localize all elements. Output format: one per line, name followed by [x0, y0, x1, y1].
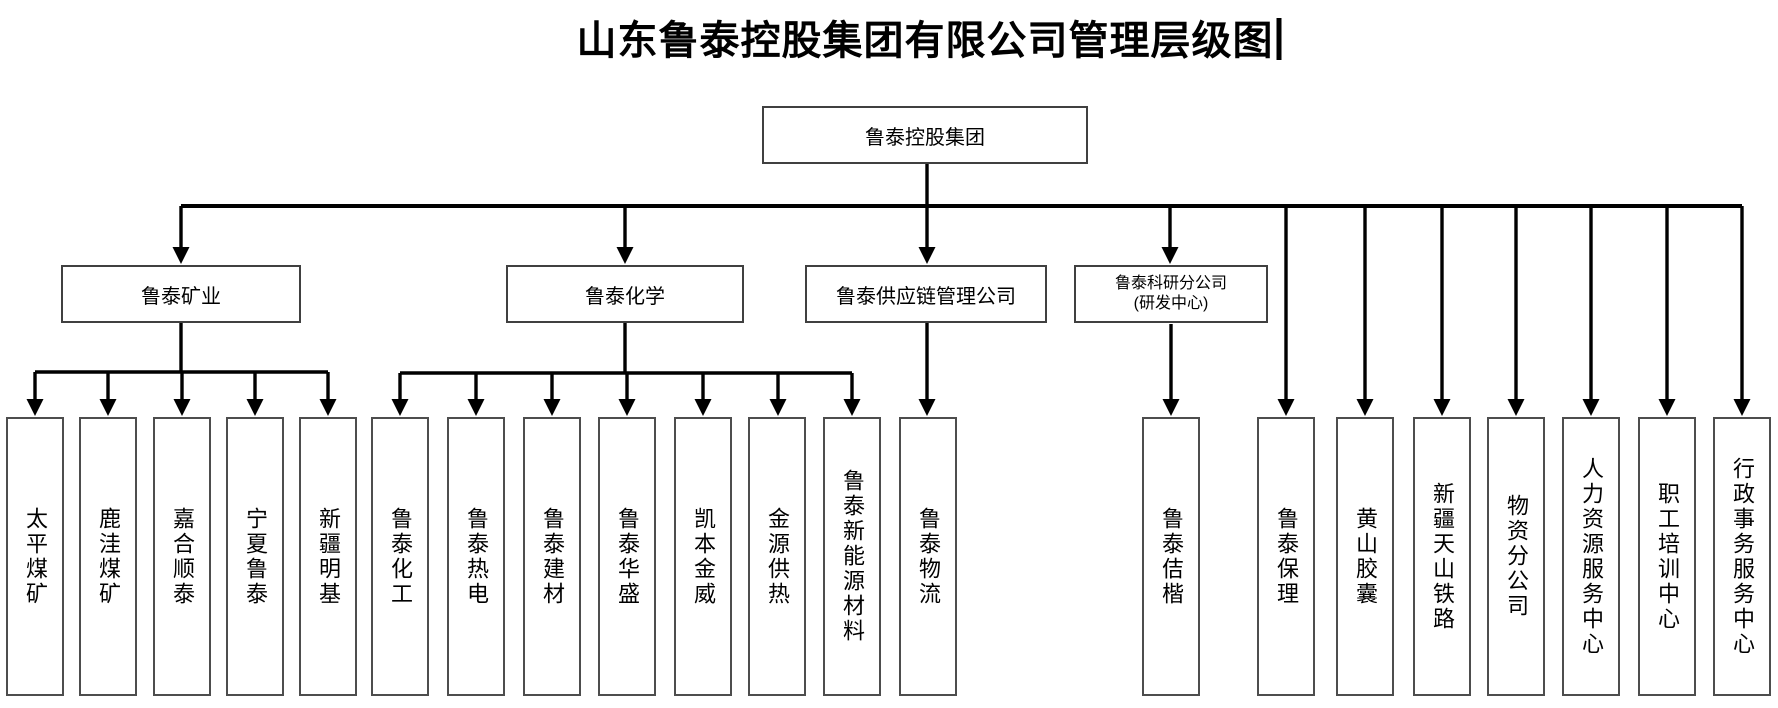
org-box-lutai-chemical: 鲁泰化工 [371, 417, 429, 696]
org-box-lutai-building-materials: 鲁泰建材 [523, 417, 581, 696]
org-box-jiahe-shuntai: 嘉合顺泰 [153, 417, 211, 696]
org-box-lutai-holding-group: 鲁泰控股集团 [762, 106, 1088, 164]
org-box-lutai-factoring: 鲁泰保理 [1257, 417, 1315, 696]
org-box-label: 鲁泰物流 [916, 506, 941, 607]
org-box-staff-training-center: 职工培训中心 [1638, 417, 1696, 696]
org-box-lutai-thermal-power: 鲁泰热电 [447, 417, 505, 696]
org-box-lutai-supply-chain: 鲁泰供应链管理公司 [805, 265, 1047, 323]
org-box-lutai-huasheng: 鲁泰华盛 [598, 417, 656, 696]
org-box-materials-branch: 物资分公司 [1487, 417, 1545, 696]
org-box-label: 嘉合顺泰 [170, 506, 195, 607]
org-box-label: 鹿洼煤矿 [96, 506, 121, 607]
page-title-text: 山东鲁泰控股集团有限公司管理层级图 [576, 18, 1274, 63]
org-box-taiping-coal-mine: 太平煤矿 [6, 417, 64, 696]
org-box-label: 鲁泰矿业 [141, 285, 221, 308]
org-box-lutai-mining: 鲁泰矿业 [61, 265, 301, 323]
org-box-label: 鲁泰供应链管理公司 [836, 285, 1016, 308]
org-box-label: 鲁泰化工 [388, 506, 413, 607]
org-box-jinyuan-heating: 金源供热 [748, 417, 806, 696]
org-box-kaiben-jinwei: 凯本金威 [674, 417, 732, 696]
org-box-label-line2: (研发中心) [1133, 295, 1209, 312]
org-box-label: 新疆天山铁路 [1430, 481, 1455, 632]
org-box-label: 太平煤矿 [23, 506, 48, 607]
org-box-lutai-jikai: 鲁泰佶楷 [1142, 417, 1200, 696]
org-box-label: 行政事务服务中心 [1730, 456, 1755, 657]
org-box-lutai-chemistry: 鲁泰化学 [506, 265, 744, 323]
org-box-label: 鲁泰建材 [540, 506, 565, 607]
org-box-label: 人力资源服务中心 [1579, 456, 1604, 657]
org-box-label: 鲁泰化学 [585, 285, 665, 308]
org-box-xinjiang-mingji: 新疆明基 [299, 417, 357, 696]
org-box-label: 鲁泰热电 [464, 506, 489, 607]
org-box-admin-affairs-service-center: 行政事务服务中心 [1713, 417, 1771, 696]
org-box-ningxia-lutai: 宁夏鲁泰 [226, 417, 284, 696]
org-box-huangshan-capsule: 黄山胶囊 [1336, 417, 1394, 696]
org-box-xinjiang-tianshan-railway: 新疆天山铁路 [1413, 417, 1471, 696]
org-box-luwa-coal-mine: 鹿洼煤矿 [79, 417, 137, 696]
org-box-label: 物资分公司 [1504, 494, 1529, 619]
text-cursor [1276, 18, 1282, 60]
org-box-label: 黄山胶囊 [1353, 506, 1378, 607]
org-box-lutai-research-branch: 鲁泰科研分公司 (研发中心) [1074, 265, 1268, 323]
org-box-label: 鲁泰华盛 [615, 506, 640, 607]
org-box-label: 宁夏鲁泰 [243, 506, 268, 607]
org-box-label: 职工培训中心 [1655, 481, 1680, 632]
org-box-label: 鲁泰保理 [1274, 506, 1299, 607]
org-box-label: 鲁泰新能源材料 [840, 469, 865, 644]
org-box-label: 凯本金威 [691, 506, 716, 607]
org-box-label-line1: 鲁泰科研分公司 [1114, 275, 1227, 292]
org-box-label: 新疆明基 [316, 506, 341, 607]
org-box-label: 金源供热 [765, 506, 790, 607]
org-box-label: 鲁泰控股集团 [865, 126, 985, 149]
page-title: 山东鲁泰控股集团有限公司管理层级图 [577, 8, 1282, 66]
org-box-label: 鲁泰佶楷 [1159, 506, 1184, 607]
org-box-hr-service-center: 人力资源服务中心 [1562, 417, 1620, 696]
org-box-lutai-logistics: 鲁泰物流 [899, 417, 957, 696]
org-box-lutai-new-energy-materials: 鲁泰新能源材料 [823, 417, 881, 696]
